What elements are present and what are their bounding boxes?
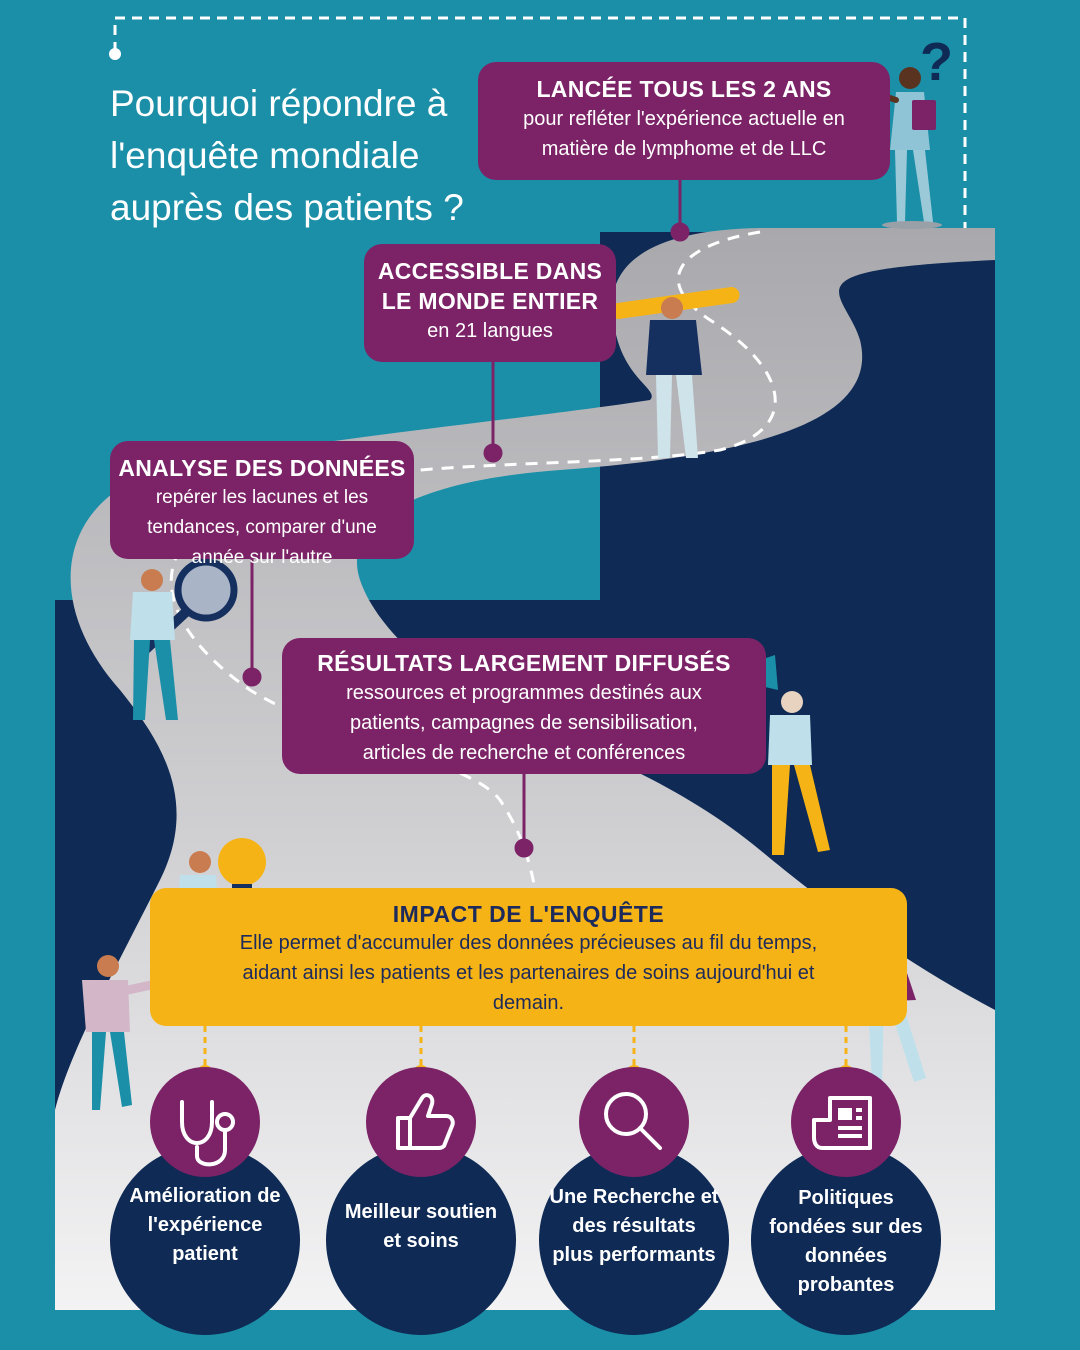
- step-connectors: [242, 178, 690, 858]
- outcome-research-label: Une Recherche et des résultats plus perf…: [549, 1186, 719, 1266]
- person-clipboard-figure: [862, 67, 942, 229]
- person-magnifier-figure: [130, 558, 238, 720]
- outcome-support-care-label: Meilleur soutien et soins: [344, 1201, 498, 1252]
- magnifier-icon: [604, 1092, 662, 1150]
- person-megaphone-figure: [730, 655, 830, 855]
- step-text: en 21 langues: [427, 320, 553, 342]
- step-title: ANALYSE DES DONNÉES: [118, 455, 406, 481]
- step-worldwide-callout: ACCESSIBLE DANS LE MONDE ENTIER en 21 la…: [364, 244, 616, 362]
- dashed-frame: [109, 16, 967, 230]
- impact-text: Elle permet d'accumuler des données préc…: [239, 932, 818, 1014]
- step-analysis-callout: ANALYSE DES DONNÉES repérer les lacunes …: [110, 441, 414, 568]
- step-title: LANCÉE TOUS LES 2 ANS: [536, 76, 832, 102]
- step-title: RÉSULTATS LARGEMENT DIFFUSÉS: [317, 650, 731, 676]
- step-text: pour refléter l'expérience actuelle en m…: [523, 108, 845, 160]
- person-pointing-figure: [82, 955, 170, 1110]
- impact-title: IMPACT DE L'ENQUÊTE: [392, 901, 665, 927]
- document-icon: [812, 1096, 872, 1150]
- step-title: ACCESSIBLE DANS LE MONDE ENTIER: [377, 258, 603, 314]
- outcome-policies-label: Politiques fondées sur des données proba…: [769, 1187, 923, 1296]
- outcome-circles: [110, 1067, 941, 1335]
- thumbs-up-icon: [396, 1093, 455, 1150]
- outcome-patient-experience-label: Amélioration de l'expérience patient: [129, 1185, 281, 1265]
- page-title: Pourquoi répondre à l'enquête mondiale a…: [110, 83, 464, 228]
- question-mark-icon: ?: [920, 32, 953, 92]
- stethoscope-icon: [180, 1100, 235, 1167]
- person-pencil-figure: [610, 287, 740, 458]
- impact-box: IMPACT DE L'ENQUÊTE Elle permet d'accumu…: [150, 888, 907, 1026]
- step-launch-callout: LANCÉE TOUS LES 2 ANS pour refléter l'ex…: [478, 62, 890, 180]
- step-results-callout: RÉSULTATS LARGEMENT DIFFUSÉS ressources …: [282, 638, 766, 774]
- step-text: ressources et programmes destinés aux pa…: [346, 682, 702, 764]
- step-text: repérer les lacunes et les tendances, co…: [147, 487, 377, 568]
